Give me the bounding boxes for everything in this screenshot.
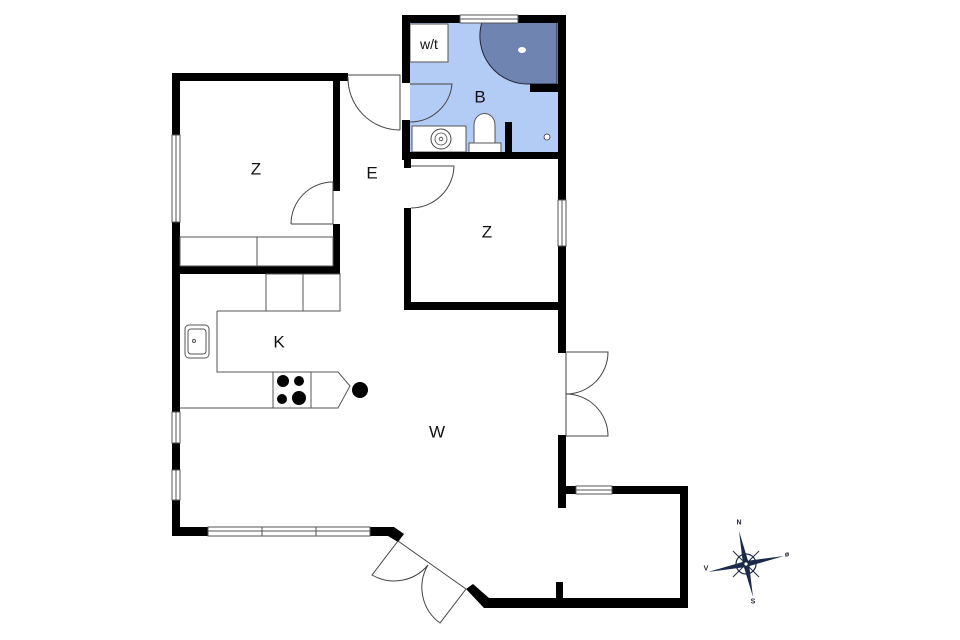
windows xyxy=(171,14,613,537)
room-label-kitchen: K xyxy=(273,332,285,352)
bath-sink-icon xyxy=(430,128,452,150)
floor-drain-icon xyxy=(543,133,551,141)
doors xyxy=(290,74,609,624)
room-label-living: W xyxy=(428,422,446,442)
bath-sink-drain xyxy=(438,136,444,142)
shower-drain-icon xyxy=(518,47,526,53)
wardrobe xyxy=(179,236,334,267)
room-label-bath: B xyxy=(474,87,486,107)
compass-south-label: S xyxy=(750,598,756,606)
bar-stool-icon xyxy=(352,382,368,398)
toilet-tank xyxy=(468,142,502,154)
stove-icon xyxy=(277,375,306,405)
room-label-bedroom-1: Z xyxy=(250,159,262,179)
compass-north-label: N xyxy=(736,519,742,527)
compass-rose-icon xyxy=(708,531,784,597)
kitchen-counters xyxy=(180,273,351,409)
sink-drain xyxy=(192,339,196,343)
room-label-washer-tumbler: w/t xyxy=(420,36,438,52)
compass-east-label: ø xyxy=(784,551,790,559)
toilet-bowl-icon xyxy=(473,113,496,144)
compass-west-label: V xyxy=(703,565,709,573)
walls xyxy=(172,15,688,608)
bath-sink-inner xyxy=(434,132,448,146)
washer-tumbler-box xyxy=(409,23,449,63)
room-label-bedroom-2: Z xyxy=(481,222,493,242)
room-label-entry: E xyxy=(366,163,378,183)
shower-area xyxy=(479,21,558,85)
